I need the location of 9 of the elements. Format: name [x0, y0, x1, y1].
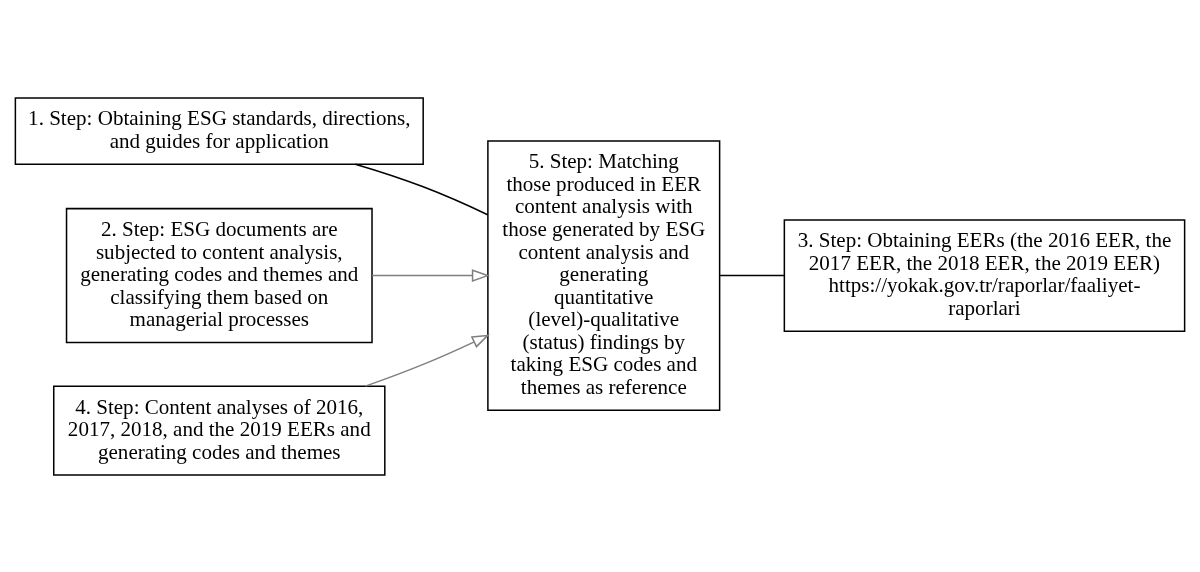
- node-box: 4. Step: Content analyses of 2016, 2017, 2018, and the 2019 EERs and generating codes and themes: [53, 384, 386, 476]
- node-box: 2. Step: ESG documents are subjected to content analysis, generating codes and themes and classifying them based on managerial processes: [65, 207, 373, 343]
- arrow: [371, 268, 490, 282]
- node-box: 5. Step: Matching those produced in EER content analysis with those generated by ESG content analysis and generating quantitative (level)-qualitative (status) findings by taking ESG codes and themes as reference: [487, 139, 721, 411]
- connector: [719, 274, 785, 276]
- connector: [354, 163, 489, 215]
- node-box: 3. Step: Obtaining EERs (the 2016 EER, the 2017 EER, the 2018 EER, the 2019 EER) https://yokak.gov.tr/raporlar/faaliyet-raporlari: [783, 218, 1186, 332]
- node-box: 1. Step: Obtaining ESG standards, directions, and guides for application: [14, 96, 424, 165]
- arrow: [364, 333, 490, 387]
